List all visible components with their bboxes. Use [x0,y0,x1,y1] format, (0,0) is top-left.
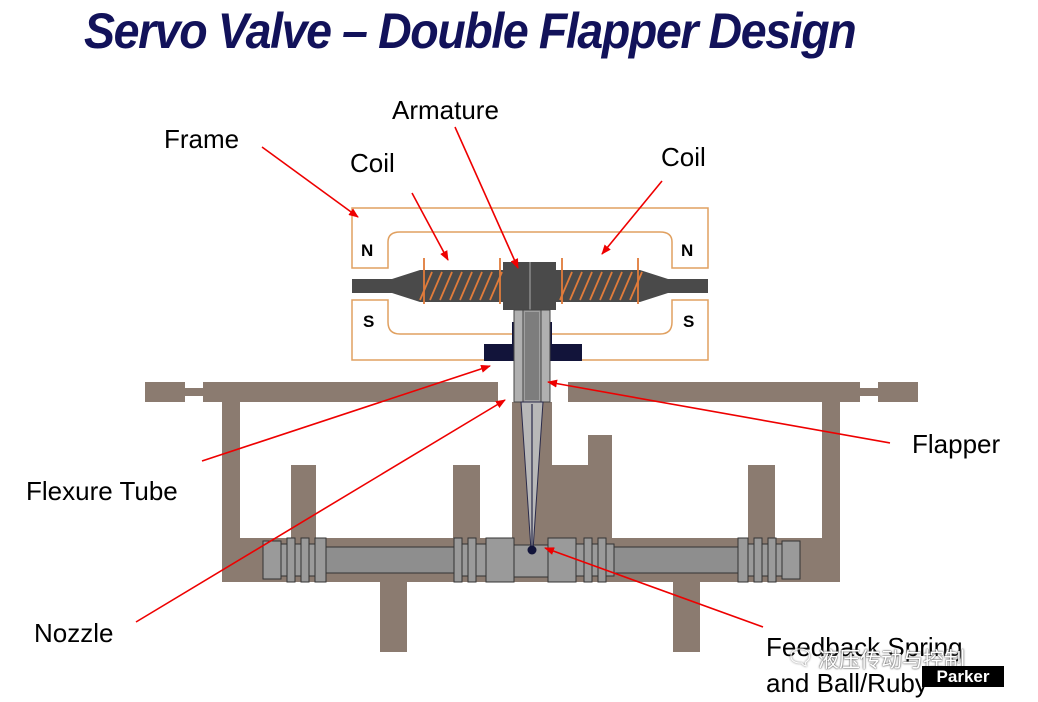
label-coil-left: Coil [350,148,395,178]
feedback-spring [520,401,544,555]
leader-feedback [544,547,764,628]
label-flapper: Flapper [912,429,1000,459]
flexure-tube [513,309,551,403]
diagram-title: Servo Valve – Double Flapper Design [84,3,857,59]
label-feedback-line1: Feedback Spring [766,632,963,662]
wechat-icon: 🗨 [786,646,814,671]
pole-s-left: S [363,312,374,331]
pole-n-left: N [361,241,373,260]
leader-lines [135,126,891,628]
label-feedback-line2: and Ball/Ruby [766,668,928,698]
label-nozzle: Nozzle [34,618,113,648]
coil-left [419,258,503,304]
leader-coil-right [601,180,663,255]
brand-logo: Parker [922,666,1004,687]
pole-s-right: S [683,312,694,331]
leader-armature [454,126,519,269]
label-coil-right: Coil [661,142,706,172]
label-armature: Armature [392,95,499,125]
label-frame: Frame [164,124,239,154]
pole-n-right: N [681,241,693,260]
armature [352,262,708,310]
leader-coil-left [411,192,449,261]
leader-nozzle [135,399,506,623]
watermark: 🗨 液压传动与控制 Parker [782,642,1004,688]
label-flexure-tube: Flexure Tube [26,476,178,506]
leader-flapper [547,379,891,444]
torque-motor-frame [351,207,709,361]
coil-right [559,258,643,304]
leader-flexure-tube [201,365,491,462]
leader-frame [261,146,359,218]
